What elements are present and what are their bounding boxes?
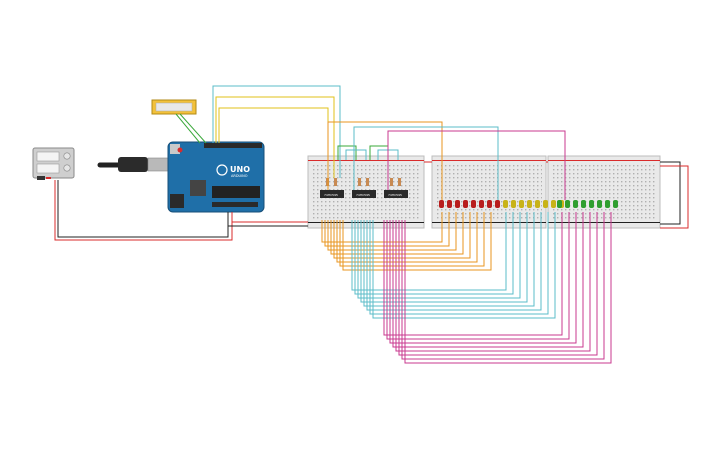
yellow-led-6[interactable]	[543, 200, 548, 208]
fanout-wire	[401, 212, 605, 360]
red-led-4[interactable]	[463, 200, 468, 208]
wires	[54, 85, 689, 241]
yellow-led-2[interactable]	[511, 200, 516, 208]
shift-register-3[interactable]: 74HC595	[384, 190, 408, 198]
chip-label-2: 74HC595	[356, 193, 370, 197]
fanout-wire	[360, 212, 528, 303]
green-led-6[interactable]	[597, 200, 602, 208]
fanout-wires	[321, 212, 612, 364]
arduino-sub-label: ARDUINO	[231, 174, 248, 178]
red-led-8[interactable]	[495, 200, 500, 208]
fanout-wire	[404, 212, 612, 364]
fanout-wire	[354, 212, 514, 295]
fanout-wire	[372, 212, 556, 319]
yellow-led-7[interactable]	[551, 200, 556, 208]
arduino-model-label: UNO	[230, 165, 250, 174]
fanout-wire	[389, 212, 577, 344]
green-led-7[interactable]	[605, 200, 610, 208]
red-led-1[interactable]	[439, 200, 444, 208]
green-led-8[interactable]	[613, 200, 618, 208]
arduino-board[interactable]: UNO ARDUINO	[167, 141, 265, 213]
holes-right	[552, 164, 656, 220]
fanout-wire	[395, 212, 591, 352]
fanout-wire	[369, 212, 549, 315]
power-supply-icon[interactable]	[32, 147, 75, 180]
fanout-wire	[398, 212, 598, 356]
fanout-wire	[386, 212, 570, 340]
red-led-2[interactable]	[447, 200, 452, 208]
fanout-wire	[357, 212, 521, 299]
green-led-3[interactable]	[573, 200, 578, 208]
green-led-1[interactable]	[557, 200, 562, 208]
potentiometer-icon[interactable]	[151, 99, 197, 115]
red-led-6[interactable]	[479, 200, 484, 208]
green-led-5[interactable]	[589, 200, 594, 208]
red-led-5[interactable]	[471, 200, 476, 208]
fanout-wire	[330, 212, 464, 255]
fanout-wire	[342, 212, 492, 271]
yellow-led-3[interactable]	[519, 200, 524, 208]
holes-middle	[436, 164, 542, 220]
fanout-wire	[363, 212, 535, 307]
fanout-wire	[351, 212, 507, 291]
led-array	[439, 200, 618, 208]
fanout-wire	[339, 212, 485, 267]
fanout-wire	[336, 212, 478, 263]
usb-cable-icon[interactable]	[97, 157, 169, 172]
fanout-wire	[383, 212, 563, 336]
red-led-3[interactable]	[455, 200, 460, 208]
chip-label-3: 74HC595	[388, 193, 402, 197]
chip-label-1: 74HC595	[324, 193, 338, 197]
yellow-led-5[interactable]	[535, 200, 540, 208]
fanout-wire	[327, 212, 457, 251]
green-led-4[interactable]	[581, 200, 586, 208]
shift-register-1[interactable]: 74HC595	[320, 190, 344, 198]
yellow-led-1[interactable]	[503, 200, 508, 208]
fanout-wire	[321, 212, 443, 243]
fanout-wire	[392, 212, 584, 348]
fanout-wire	[366, 212, 542, 311]
red-led-7[interactable]	[487, 200, 492, 208]
shift-register-2[interactable]: 74HC595	[352, 190, 376, 198]
yellow-led-4[interactable]	[527, 200, 532, 208]
green-led-2[interactable]	[565, 200, 570, 208]
